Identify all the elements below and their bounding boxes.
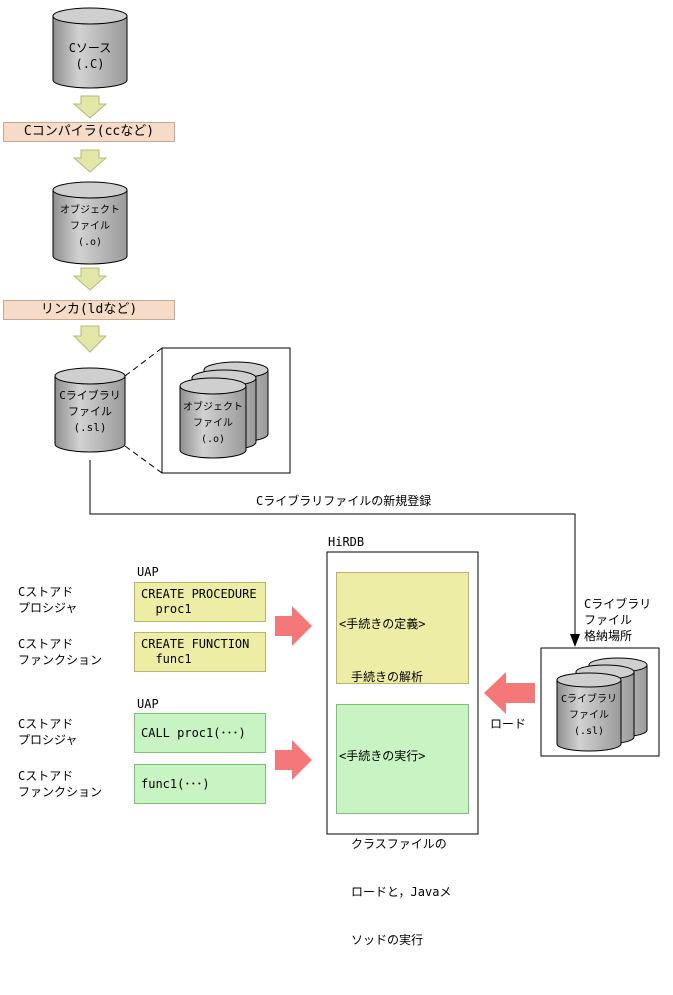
flow-arrow-4 xyxy=(72,325,108,353)
execute-body: クラスファイルの ロードと，Javaメ ソッドの実行 xyxy=(351,837,452,947)
source-file-label: Cソース(.C) xyxy=(68,41,112,71)
storage-location-label: Cライブラリファイル格納場所 xyxy=(584,597,652,643)
define-body: 手続きの解析 xyxy=(351,670,424,684)
execute-box: <手続きの実行> クラスファイルの ロードと，Javaメ ソッドの実行 xyxy=(336,704,469,947)
zoom-line-top xyxy=(124,347,163,377)
uap-top-label: UAP xyxy=(137,565,159,579)
register-arrowhead xyxy=(570,634,580,647)
register-connector xyxy=(89,460,576,640)
diagram-root: { "flow": { "source_line1": "Cソース", "sou… xyxy=(3,7,660,947)
library-file-label: Cライブラリファイル(.sl) xyxy=(59,389,121,434)
object-file-cylinder xyxy=(52,181,128,265)
stored-procedure-label-1: Cストアドプロシジャ xyxy=(18,585,78,615)
call-function-box: func1(･･･) xyxy=(134,764,266,804)
uap-bottom-label: UAP xyxy=(137,697,159,711)
storage-stacked-cylinders xyxy=(556,657,648,752)
flow-arrow-3 xyxy=(72,267,108,291)
source-file-cylinder xyxy=(52,7,128,89)
define-box: <手続きの定義> 手続きの解析 xyxy=(336,572,469,684)
compiler-bar: Cコンパイラ(ccなど) xyxy=(3,122,175,142)
stored-function-label-2: Cストアドファンクション xyxy=(18,769,103,799)
diagram-graphics xyxy=(52,7,660,835)
action-arrow-define xyxy=(275,606,312,646)
object-file-label: オブジェクトファイル(.o) xyxy=(60,205,120,248)
create-procedure-box: CREATE PROCEDURE proc1 xyxy=(134,582,266,622)
storage-library-label: Cライブラリファイル(.sl) xyxy=(560,694,618,737)
stored-function-label-1: Cストアドファンクション xyxy=(18,637,103,667)
load-arrow xyxy=(484,672,535,714)
flow-arrow-2 xyxy=(72,149,108,173)
flow-arrow-1 xyxy=(72,95,108,119)
create-function-box: CREATE FUNCTION func1 xyxy=(134,632,266,672)
stored-procedure-label-2: Cストアドプロシジャ xyxy=(18,717,78,747)
zoom-line-bottom xyxy=(124,445,163,474)
action-arrow-execute xyxy=(275,740,312,780)
call-procedure-box: CALL proc1(･･･) xyxy=(134,713,266,753)
register-label: Cライブラリファイルの新規登録 xyxy=(256,494,432,508)
execute-heading: <手続きの実行> xyxy=(339,749,426,763)
zoom-object-label: オブジェクトファイル(.o) xyxy=(183,402,243,445)
hirdb-title: HiRDB xyxy=(328,535,365,549)
linker-bar: リンカ(ldなど) xyxy=(3,300,175,320)
define-heading: <手続きの定義> xyxy=(339,617,426,631)
library-file-cylinder xyxy=(54,367,126,453)
zoom-stacked-cylinders xyxy=(179,361,269,459)
load-label: ロード xyxy=(490,717,527,731)
